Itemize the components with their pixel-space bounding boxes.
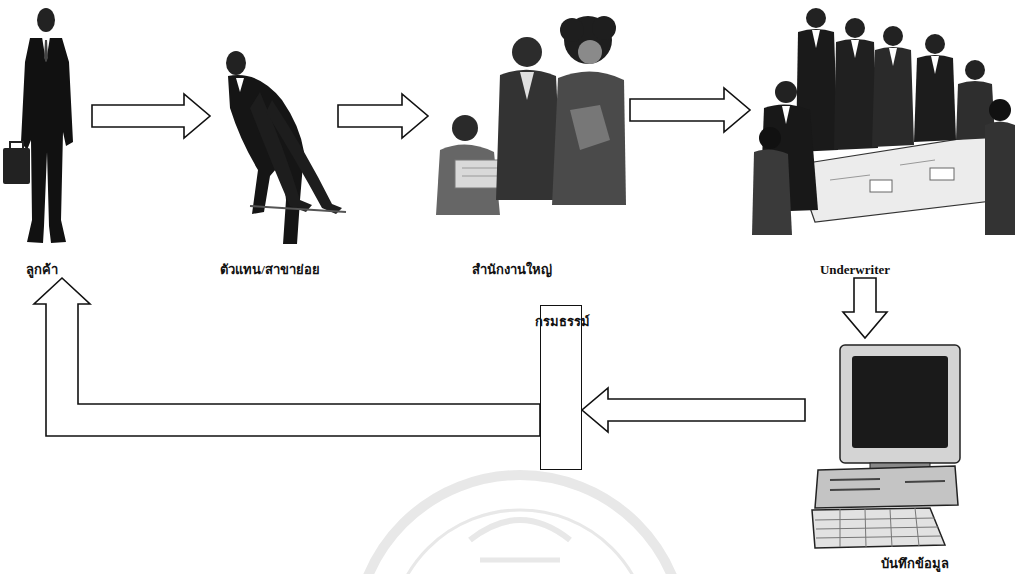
- block-arrow: [630, 88, 750, 132]
- policy-document: กรมธรรม์: [540, 305, 582, 470]
- block-arrow: [843, 278, 887, 338]
- customer-figure: [3, 8, 73, 243]
- watermark-seal: [355, 475, 685, 574]
- computer-illustration: [812, 345, 960, 548]
- node-label: ตัวแทน/สาขาย่อย: [220, 262, 320, 278]
- agent-figure: [226, 51, 346, 244]
- node-label: บันทึกข้อมูล: [881, 556, 949, 572]
- node-label: สำนักงานใหญ่: [472, 262, 552, 278]
- block-arrow: [92, 94, 210, 138]
- head-office-node: สำนักงานใหญ่: [428, 10, 630, 278]
- underwriter-node: Underwriter: [750, 0, 1015, 278]
- node-label: Underwriter: [820, 262, 890, 278]
- head-office-figures: [436, 16, 626, 215]
- data-entry-node: บันทึกข้อมูล: [805, 338, 970, 572]
- block-arrow: [582, 388, 805, 432]
- node-label: กรมธรรม์: [535, 314, 590, 330]
- agent-node: ตัวแทน/สาขาย่อย: [210, 40, 338, 278]
- customer-node: ลูกค้า: [0, 0, 92, 278]
- node-label: ลูกค้า: [26, 262, 58, 278]
- block-arrow: [338, 94, 428, 138]
- block-arrow: [34, 278, 540, 436]
- underwriter-meeting: [752, 8, 1015, 235]
